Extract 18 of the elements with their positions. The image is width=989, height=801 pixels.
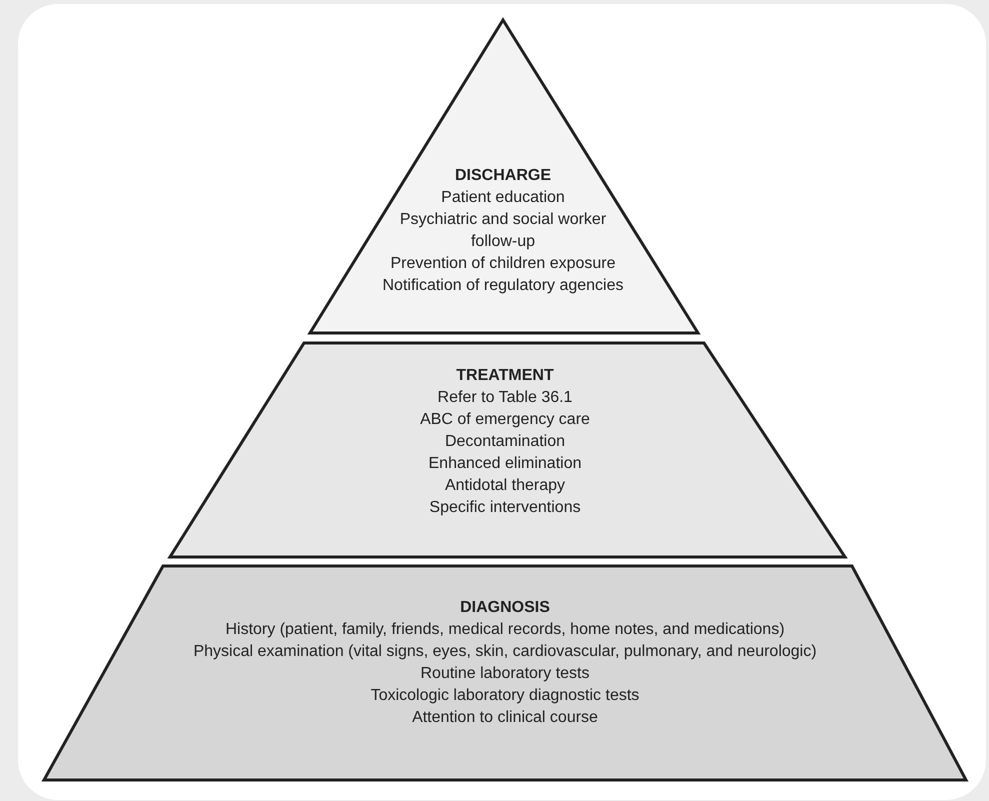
tier-item: History (patient, family, friends, medical records, home notes, and medications)	[225, 620, 785, 640]
tier-item: Prevention of children exposure	[390, 254, 616, 274]
tier-heading: TREATMENT	[456, 366, 554, 386]
tier-heading: DISCHARGE	[454, 166, 551, 186]
tier-item: Patient education	[441, 188, 565, 208]
tier-item: Enhanced elimination	[428, 454, 582, 474]
tier-item: Refer to Table 36.1	[438, 388, 572, 408]
tier-item: Notification of regulatory agencies	[382, 276, 624, 296]
tier-item: Decontamination	[444, 432, 566, 452]
tier-heading: DIAGNOSIS	[460, 598, 550, 618]
tier-item: Psychiatric and social worker follow-up	[398, 210, 608, 252]
tier-item: Attention to clinical course	[412, 708, 598, 728]
tier-item: Routine laboratory tests	[420, 664, 590, 684]
tier-item: Toxicologic laboratory diagnostic tests	[370, 686, 640, 706]
tier-item: Specific interventions	[429, 498, 581, 518]
tier-item: Physical examination (vital signs, eyes, skin, cardiovascular, pulmonary, and neurologic)	[193, 642, 817, 662]
tier-item: ABC of emergency care	[420, 410, 590, 430]
tier-item: Antidotal therapy	[444, 476, 566, 496]
